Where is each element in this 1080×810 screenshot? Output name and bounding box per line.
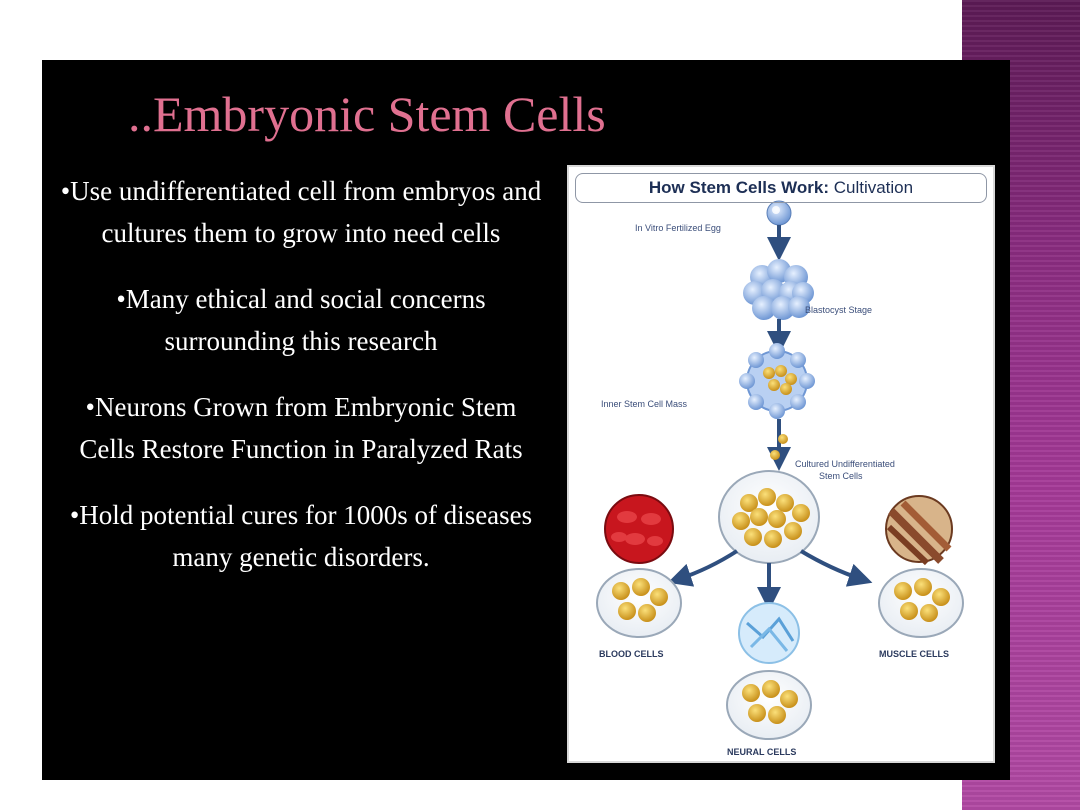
- bullet-item: •Many ethical and social concerns surrou…: [116, 284, 486, 356]
- blastocyst: [743, 259, 814, 320]
- bullet-list: •Use undifferentiated cell from embryos …: [56, 170, 546, 602]
- diagram-header: How Stem Cells Work: Cultivation: [575, 173, 987, 203]
- culture-dish: [718, 470, 820, 564]
- neural-cells: [726, 602, 812, 740]
- header-light: Cultivation: [829, 178, 914, 197]
- arrow: [667, 549, 739, 587]
- label-blastocyst: Blastocyst Stage: [805, 305, 872, 315]
- label-neural: NEURAL CELLS: [727, 747, 796, 757]
- bullet-item: •Neurons Grown from Embryonic Stem Cells…: [79, 392, 523, 464]
- label-cultured-2: Stem Cells: [819, 471, 863, 481]
- label-blood: BLOOD CELLS: [599, 649, 664, 659]
- slide-title: ..Embryonic Stem Cells: [128, 86, 606, 142]
- diagram-illustration: In Vitro Fertilized Egg Blastocyst Stage: [596, 200, 964, 757]
- inner-cell-mass: [739, 343, 815, 419]
- header-bold: How Stem Cells Work:: [648, 178, 829, 197]
- arrow: [799, 549, 873, 587]
- slide: ..Embryonic Stem Cells •Use undifferenti…: [42, 60, 1010, 780]
- label-muscle: MUSCLE CELLS: [879, 649, 949, 659]
- label-cultured-1: Cultured Undifferentiated: [795, 459, 895, 469]
- fertilized-egg: [766, 200, 792, 226]
- stem-cell-diagram: In Vitro Fertilized Egg Blastocyst Stage: [567, 165, 995, 763]
- bullet-item: •Use undifferentiated cell from embryos …: [60, 176, 542, 248]
- label-egg: In Vitro Fertilized Egg: [635, 223, 721, 233]
- muscle-cells: [878, 495, 964, 638]
- blood-cells: [596, 494, 682, 638]
- label-inner-mass: Inner Stem Cell Mass: [601, 399, 688, 409]
- bullet-item: •Hold potential cures for 1000s of disea…: [69, 500, 533, 572]
